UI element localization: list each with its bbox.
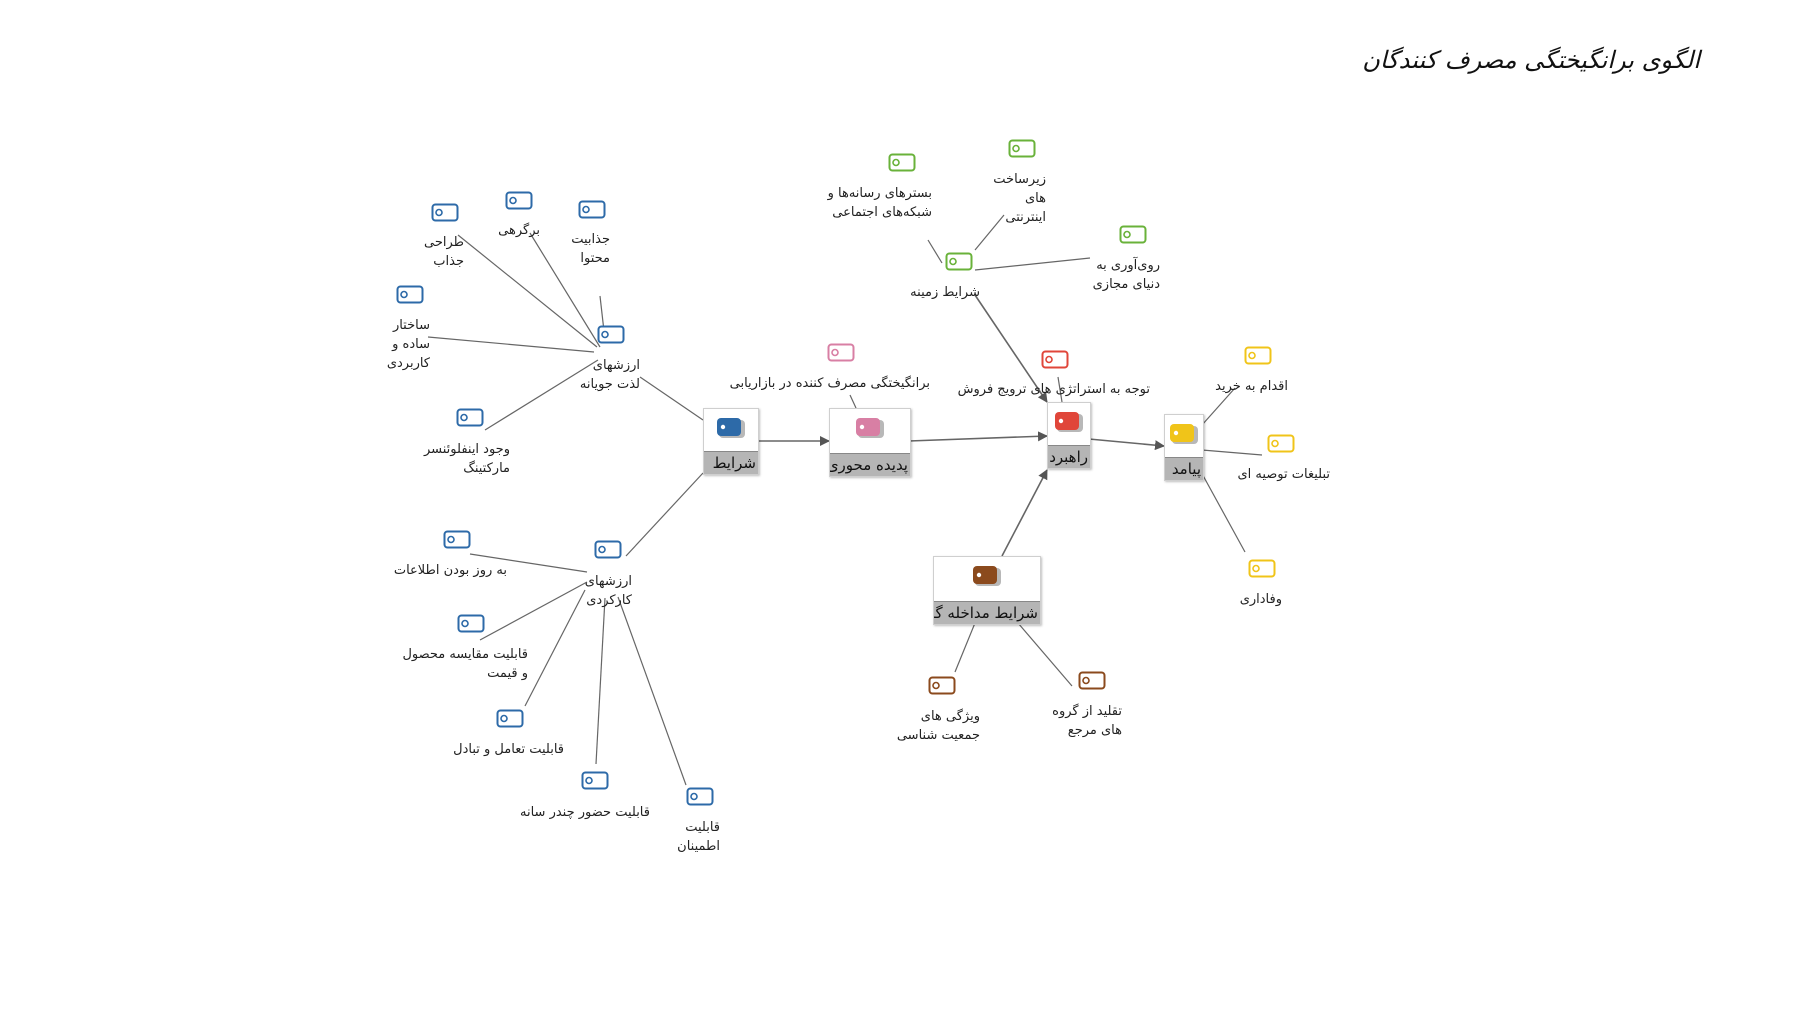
edge-hedonic-structure (427, 336, 595, 353)
label-attractiveness: برگرهی (498, 223, 540, 238)
tag-icon-multichannel[interactable] (581, 771, 609, 795)
edge-context-strategy (974, 294, 1048, 403)
label-compare: قابلیت مقایسه محصول و قیمت (402, 647, 528, 681)
edge-strategy-consequence (1088, 438, 1165, 451)
node-consequence[interactable]: پیامد (1164, 414, 1204, 481)
tag-icon-arousal[interactable] (827, 343, 855, 367)
tag-icon-compare[interactable] (457, 614, 485, 638)
edge-arousal-phenomenon (849, 394, 857, 409)
node-phenomenon-label: پدیده محوری (830, 453, 910, 476)
node-strategy[interactable]: راهبرد (1047, 402, 1091, 469)
tag-icon-attractiveness[interactable] (505, 191, 533, 215)
tag-icon-content[interactable] (578, 200, 606, 224)
label-demographic: ویژگی های جمعیت شناسی (896, 709, 980, 743)
edge-promo-strategy (1057, 376, 1063, 403)
node-consequence-label: پیامد (1165, 457, 1203, 480)
tag-icon-pink-large (855, 417, 885, 445)
tag-icon-yellow-large (1169, 423, 1199, 451)
edge-context-infra (974, 214, 1005, 251)
edge-intervening-reference (1017, 622, 1073, 687)
tag-icon-context[interactable] (945, 252, 973, 276)
edge-functional-updated (469, 553, 588, 573)
edge-context-social (927, 239, 943, 264)
edge-consequence-wom (1201, 449, 1263, 456)
label-functional-values: ارزشهای کارکردی (584, 574, 632, 608)
edge-functional-multichannel (595, 597, 606, 765)
edge-functional-conditions (625, 472, 704, 557)
node-conditions[interactable]: شرایط (703, 408, 759, 475)
tag-icon-virtual[interactable] (1119, 225, 1147, 249)
tag-icon-purchase[interactable] (1244, 346, 1272, 370)
tag-icon-updated[interactable] (443, 530, 471, 554)
tag-icon-wom[interactable] (1267, 434, 1295, 458)
edge-phenomenon-strategy (908, 431, 1048, 442)
label-attractive-design: طراحی جذاب (423, 235, 464, 269)
label-purchase: اقدام به خرید (1215, 379, 1288, 394)
label-context: شرایط زمینه (910, 285, 980, 300)
label-influencer: وجود اینفلوئنسر مارکتینگ (423, 442, 510, 476)
tag-icon-loyalty[interactable] (1248, 559, 1276, 583)
edge-context-virtual (974, 257, 1091, 271)
edge-intervening-strategy (1001, 469, 1048, 557)
label-hedonic-values: ارزشهای لذت جویانه (579, 358, 640, 392)
tag-icon-attractive-design[interactable] (431, 203, 459, 227)
tag-icon-sales-promo[interactable] (1041, 350, 1069, 374)
tag-icon-red-large (1054, 411, 1084, 439)
label-updated-info: به روز بودن اطلاعات (393, 563, 507, 578)
label-virtual: روی‌آوری به دنیای مجازی (1092, 258, 1160, 292)
label-infra: زیرساخت های اینترنتی (993, 172, 1046, 225)
label-trust: قابلیت اطمینان (677, 820, 720, 854)
tag-icon-brown-large (972, 565, 1002, 593)
label-loyalty: وفاداری (1239, 592, 1282, 607)
label-reference: تقلید از گروه های مرجع (1052, 704, 1122, 738)
edge-hedonic-attractiveness (529, 232, 601, 348)
label-simple-structure: ساختار ساده و کاربردی (386, 318, 430, 371)
label-multichannel: قابلیت حضور چندر سانه (520, 805, 650, 820)
node-intervening-label: شرایط مداخله گر (934, 601, 1040, 624)
diagram-title: الگوی برانگیختگی مصرف کنندگان (1362, 46, 1700, 74)
node-phenomenon[interactable]: پدیده محوری (829, 408, 911, 477)
edge-hedonic-design (457, 234, 598, 348)
tag-icon-reference[interactable] (1078, 671, 1106, 695)
tag-icon-infra[interactable] (1008, 139, 1036, 163)
label-wom: تبلیغات توصیه ای (1237, 467, 1330, 482)
label-content-appeal: جذابیت محتوا (571, 232, 610, 266)
tag-icon-social-media[interactable] (888, 153, 916, 177)
edge-consequence-purchase (1201, 387, 1236, 426)
label-sales-promo: توجه به استراتژی های ترویج فروش (957, 382, 1150, 397)
tag-icon-structure[interactable] (396, 285, 424, 309)
edge-hedonic-conditions (639, 376, 704, 421)
tag-icon-functional[interactable] (594, 540, 622, 564)
tag-icon-hedonic[interactable] (597, 325, 625, 349)
node-intervening[interactable]: شرایط مداخله گر (933, 556, 1041, 625)
edge-functional-trust (617, 596, 687, 786)
edge-functional-interaction (524, 589, 586, 707)
tag-icon-interaction[interactable] (496, 709, 524, 733)
label-interaction: قابلیت تعامل و تبادل (453, 742, 564, 757)
node-strategy-label: راهبرد (1048, 445, 1090, 468)
edge-consequence-loyalty (1199, 469, 1246, 553)
edge-intervening-demographic (954, 622, 976, 673)
edge-hedonic-influencer (484, 359, 599, 431)
label-social-media: بسترهای رسانه‌ها و شبکه‌های اجتماعی (827, 186, 932, 220)
tag-icon-influencer[interactable] (456, 408, 484, 432)
tag-icon-blue-large (716, 417, 746, 445)
tag-icon-demographic[interactable] (928, 676, 956, 700)
label-arousal: برانگیختگی مصرف کننده در بازاریابی (729, 376, 930, 391)
node-conditions-label: شرایط (704, 451, 758, 474)
tag-icon-trust[interactable] (686, 787, 714, 811)
edge-functional-compare (479, 581, 588, 641)
